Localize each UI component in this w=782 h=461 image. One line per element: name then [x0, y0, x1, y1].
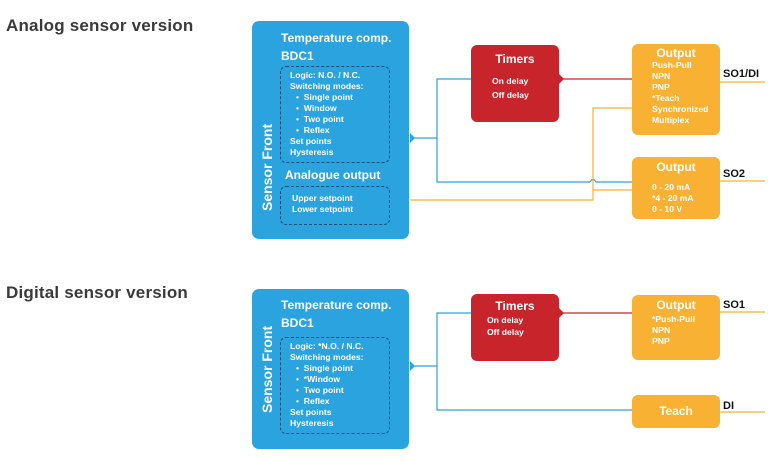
digital-output1-box: Output *Push-Pull NPN PNP [632, 295, 720, 360]
digital-timer-line: Off delay [487, 327, 524, 337]
analog-output2-box: Output 0 - 20 mA *4 - 20 mA 0 - 10 V [632, 157, 720, 219]
analogue-line: Upper setpoint [292, 193, 353, 203]
digital-sensor-front-label: Sensor Front [259, 325, 275, 413]
analog-output2-line: 0 - 20 mA [652, 182, 691, 192]
analog-sensor-front-box: Sensor Front Temperature comp. BDC1 Logi… [252, 21, 409, 239]
analog-logic-tail: Hysteresis [290, 147, 334, 157]
digital-header-line2: BDC1 [281, 316, 314, 330]
digital-timers-title: Timers [495, 299, 535, 313]
signal-so1: SO1 [723, 299, 746, 311]
analog-header-line2: BDC1 [281, 49, 314, 63]
digital-section-title: Digital sensor version [6, 283, 189, 302]
analog-logic-line: Logic: N.O. / N.C. [290, 70, 361, 80]
digital-logic-tail: Hysteresis [290, 418, 334, 428]
digital-output1-line: NPN [652, 325, 671, 335]
signal-di: DI [723, 400, 734, 412]
analog-output1-line: Multiplex [652, 115, 690, 125]
digital-logic-line: Logic: *N.O. / N.C. [290, 341, 364, 351]
analog-output1-line: PNP [652, 82, 670, 92]
analogue-output-group [280, 186, 390, 225]
digital-teach-box: Teach [632, 395, 720, 428]
digital-output1-line: *Push-Pull [652, 314, 695, 324]
digital-mode-item: • *Window [296, 374, 340, 384]
digital-mode-item: • Single point [296, 363, 353, 373]
analog-timer-line: On delay [492, 76, 529, 86]
digital-output1-line: PNP [652, 336, 670, 346]
analog-output1-line: Synchronized [652, 104, 709, 114]
digital-logic-line: Switching modes: [290, 352, 364, 362]
analog-output2-line: *4 - 20 mA [652, 193, 694, 203]
analog-mode-item: • Window [296, 103, 337, 113]
wire-digital-main [410, 312, 471, 367]
analogue-line: Lower setpoint [292, 204, 354, 214]
digital-logic-group [280, 337, 390, 434]
digital-sensor-front-box: Sensor Front Temperature comp. BDC1 Logi… [252, 289, 409, 449]
digital-mode-item: • Reflex [296, 396, 330, 406]
wire-digital-to-teach [436, 366, 632, 411]
analog-output1-line: *Teach [652, 93, 680, 103]
analog-output2-title: Output [656, 160, 696, 174]
digital-logic-tail: Set points [290, 407, 332, 417]
digital-header-line1: Temperature comp. [281, 298, 392, 312]
analog-logic-group [280, 66, 390, 163]
digital-teach-title: Teach [659, 404, 693, 418]
analog-logic-line: Switching modes: [290, 81, 364, 91]
analog-section-title: Analog sensor version [6, 16, 194, 35]
arrow-analog [410, 133, 415, 143]
analog-logic-tail: Set points [290, 136, 332, 146]
analogue-output-title: Analogue output [285, 168, 381, 182]
wire-analog-bridge [589, 178, 632, 183]
arrow-timers-analog [559, 74, 564, 84]
wire-analog-analogue [410, 107, 632, 201]
analog-mode-item: • Two point [296, 114, 344, 124]
analog-output1-box: Output Push-Pull NPN PNP *Teach Synchron… [632, 44, 720, 135]
analog-timer-line: Off delay [492, 90, 529, 100]
analog-sensor-front-label: Sensor Front [259, 123, 275, 211]
analog-output1-line: Push-Pull [652, 60, 692, 70]
signal-so1di: SO1/DI [723, 68, 760, 80]
analog-output1-line: NPN [652, 71, 671, 81]
analog-output2-line: 0 - 10 V [652, 204, 683, 214]
arrow-timers-digital [559, 308, 564, 318]
digital-output1-title: Output [656, 298, 696, 312]
signal-so2: SO2 [723, 168, 746, 180]
digital-timers-box: Timers On delay Off delay [471, 294, 559, 361]
analog-timers-box: Timers On delay Off delay [471, 45, 559, 122]
analog-output1-title: Output [656, 46, 696, 60]
digital-timer-line: On delay [487, 315, 524, 325]
digital-mode-item: • Two point [296, 385, 344, 395]
wire-analog-main [410, 78, 471, 139]
analog-mode-item: • Single point [296, 92, 353, 102]
analog-header-line1: Temperature comp. [281, 31, 392, 45]
analog-mode-item: • Reflex [296, 125, 330, 135]
wire-analog-to-output2 [436, 138, 590, 183]
analog-timers-title: Timers [495, 52, 535, 66]
arrow-digital [410, 361, 415, 371]
